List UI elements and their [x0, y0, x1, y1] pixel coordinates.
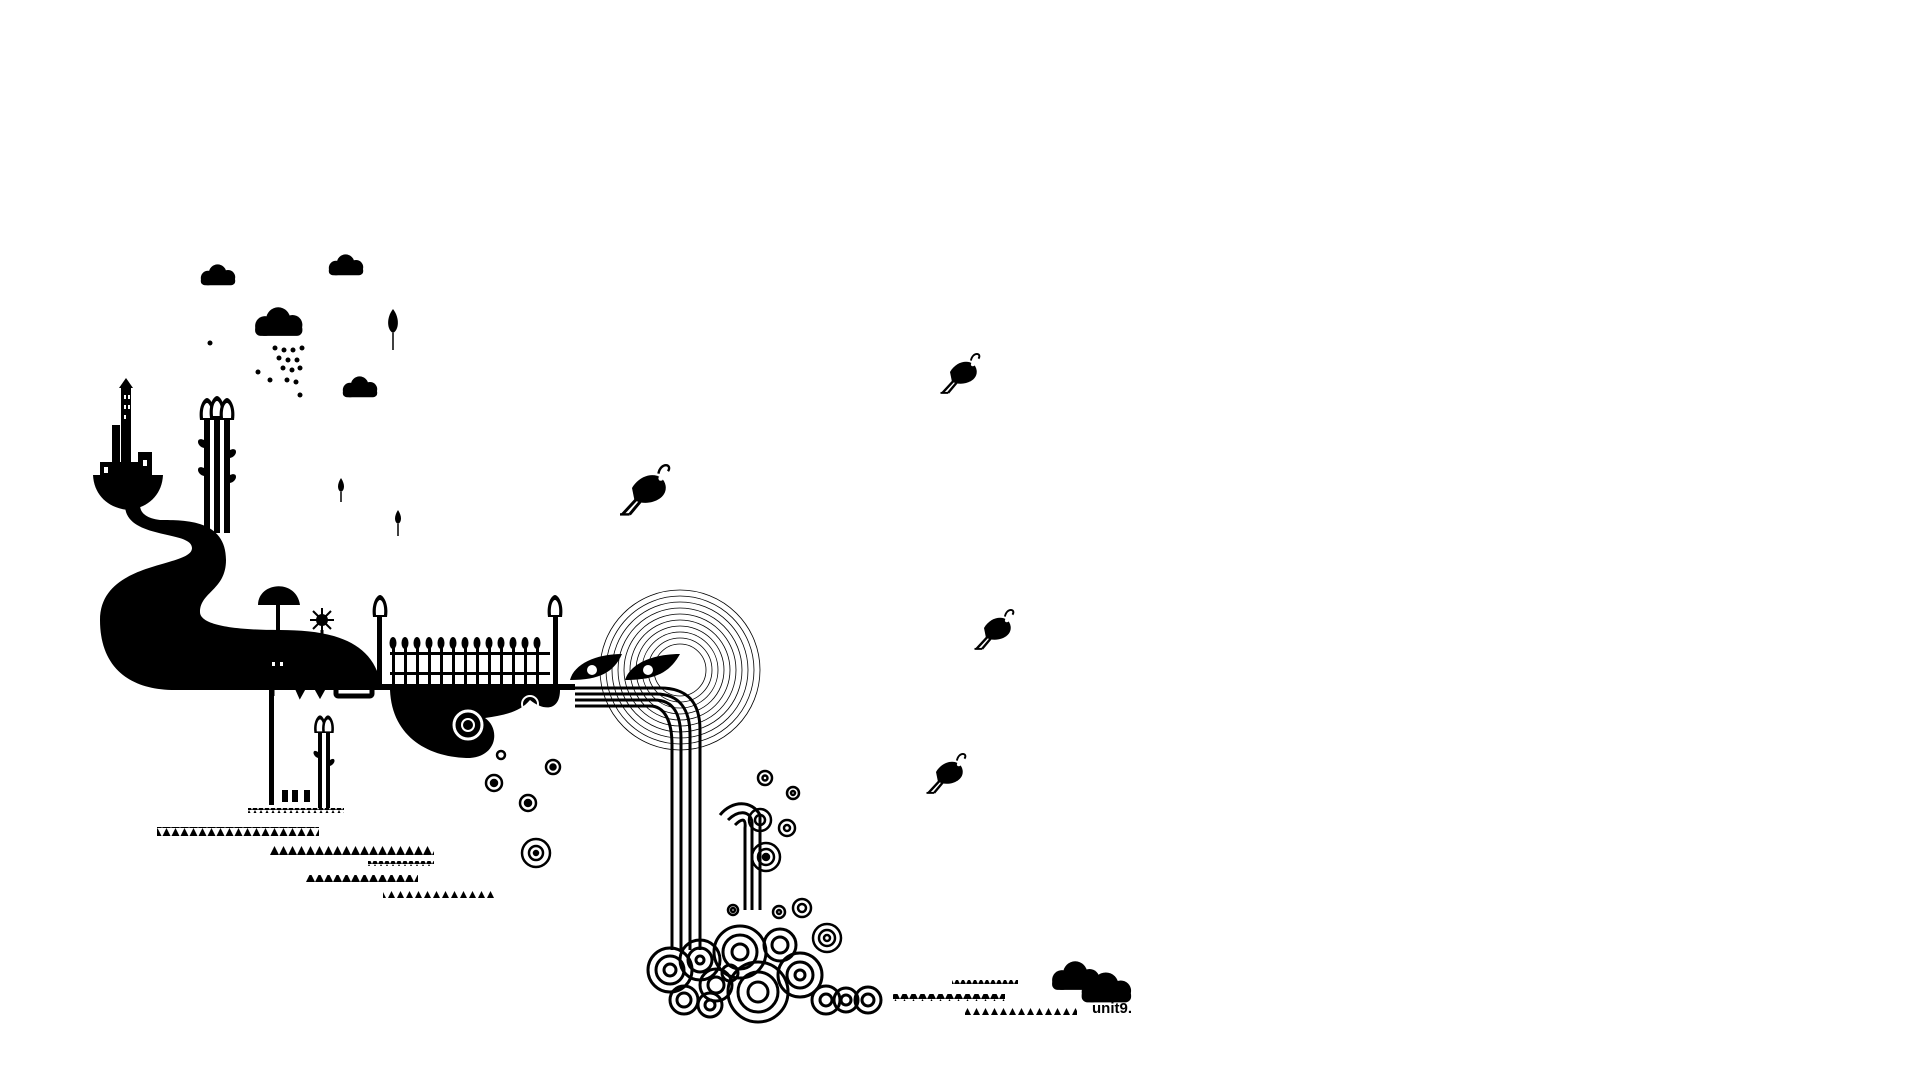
bird-icon [925, 752, 967, 795]
rain-cloud [207, 307, 305, 398]
bird-icon [973, 608, 1015, 651]
cloud-icon [328, 254, 364, 276]
fence-of-tulips [372, 595, 563, 685]
cloud-icon [200, 264, 236, 286]
balloons [338, 309, 401, 536]
bird-icon [939, 352, 981, 395]
credit-clouds [1052, 961, 1132, 1003]
winding-road [100, 505, 380, 690]
tulip-stems [198, 396, 236, 533]
eyes [570, 654, 680, 680]
svg-text:fwa: fwa [0, 0, 2, 1]
credit-label: unit9. [1092, 1000, 1132, 1017]
bird-icon [618, 463, 671, 516]
swirl-blob [390, 690, 560, 758]
swirl-circles [484, 749, 843, 954]
cloud-icon [342, 376, 378, 398]
castle-island [93, 378, 163, 510]
triangle-ridges [157, 827, 1077, 1015]
waterfall [560, 686, 762, 950]
fwa-logo: fwa [0, 0, 575, 700]
umbrella-tree [258, 586, 300, 675]
hanging-pole [248, 690, 344, 813]
spiral-pool [646, 924, 883, 1024]
sunburst-icon [310, 608, 334, 685]
